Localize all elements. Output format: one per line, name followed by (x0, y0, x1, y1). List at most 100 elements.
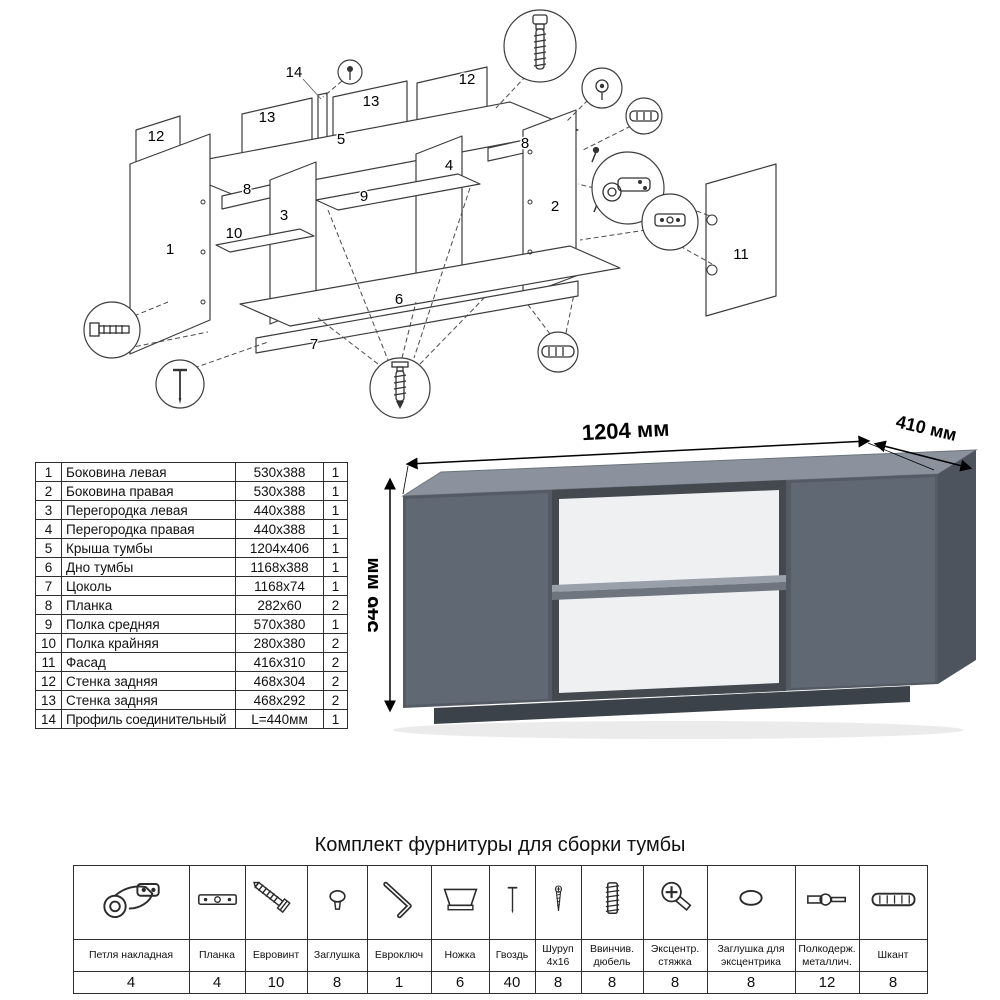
part-label-13a: 13 (259, 109, 276, 126)
part-label-4: 4 (445, 157, 453, 174)
callout-hinge (591, 151, 665, 225)
part-num: 9 (35, 614, 62, 634)
hardware-qty: 8 (858, 971, 928, 994)
part-qty: 2 (323, 652, 348, 672)
part-num: 13 (35, 690, 62, 710)
hardware-qty: 10 (244, 971, 308, 994)
exploded-diagram: 1 2 3 4 5 6 7 8 8 9 10 11 12 12 13 13 14 (83, 9, 777, 419)
part-name: Перегородка правая (61, 519, 236, 539)
cabinet-plinth (434, 686, 910, 724)
hardware-name: Заглушка для эксцентрика (706, 939, 796, 972)
cabinet-render: 1204 мм 410 мм 546 мм (368, 412, 978, 739)
hardware-title: Комплект фурнитуры для сборки тумбы (314, 834, 686, 856)
hardware-qty: 8 (306, 971, 368, 994)
panel-shelf-side-10 (215, 228, 315, 253)
part-label-9: 9 (360, 188, 368, 205)
nail-icon (507, 886, 517, 914)
part-label-13b: 13 (363, 93, 380, 110)
panel-plinth-7 (255, 280, 579, 354)
part-num: 3 (35, 500, 62, 520)
cabinet-right-side (938, 450, 976, 684)
part-label-7: 7 (310, 336, 318, 353)
part-size: 1168x74 (235, 576, 324, 596)
hardware-qty: 8 (706, 971, 796, 994)
part-qty: 1 (323, 576, 348, 596)
depth-label: 410 мм (894, 412, 959, 445)
callout-profile-clip (337, 59, 363, 85)
hardware-qty: 12 (794, 971, 860, 994)
part-num: 8 (35, 595, 62, 615)
part-qty: 1 (323, 462, 348, 482)
part-size: 570x380 (235, 614, 324, 634)
part-num: 2 (35, 481, 62, 501)
part-size: 530x388 (235, 462, 324, 482)
hardware-name: Гвоздь (488, 939, 536, 972)
part-qty: 1 (323, 500, 348, 520)
part-label-6: 6 (395, 291, 403, 308)
callout-foot-bolt (83, 301, 141, 359)
part-qty: 1 (323, 538, 348, 558)
hardware-qty: 1 (366, 971, 432, 994)
part-name: Перегородка левая (61, 500, 236, 520)
part-num: 7 (35, 576, 62, 596)
plate-icon (197, 894, 237, 906)
part-size: 440x388 (235, 519, 324, 539)
hardware-qty: 6 (430, 971, 490, 994)
panel-top-5 (165, 101, 579, 196)
part-name: Стенка задняя (61, 671, 236, 691)
part-size: 468x304 (235, 671, 324, 691)
part-name: Фасад (61, 652, 236, 672)
hardware-name: Планка (188, 939, 246, 972)
leg-icon (442, 888, 478, 911)
part-qty: 1 (323, 709, 348, 729)
shelf-front-edge (552, 582, 786, 600)
callout-dowel (625, 97, 663, 135)
width-label: 1204 мм (581, 416, 670, 446)
hardware-qty-row: 4 4 10 8 1 6 40 8 8 8 8 12 8 (72, 971, 928, 994)
callout-nail (155, 359, 205, 409)
part-name: Боковина левая (61, 462, 236, 482)
part-num: 10 (35, 633, 62, 653)
cap-icon (328, 890, 346, 910)
hardware-name: Шуруп 4x16 (534, 939, 582, 972)
hardware-name: Евроключ (366, 939, 432, 972)
part-qty: 2 (323, 633, 348, 653)
part-name: Стенка задняя (61, 690, 236, 710)
hardware-name: Заглушка (306, 939, 368, 972)
hex-key-icon (382, 881, 412, 919)
part-qty: 1 (323, 519, 348, 539)
part-label-12a: 12 (148, 128, 165, 145)
panel-bottom-6 (239, 245, 621, 327)
part-labels: 1 2 3 4 5 6 7 8 8 9 10 11 12 12 13 13 14 (146, 63, 750, 355)
callout-hinge-plate (641, 193, 699, 251)
part-label-10: 10 (226, 225, 243, 242)
dimension-height: 546 мм (368, 477, 396, 713)
hardware-qty: 4 (72, 971, 190, 994)
hardware-name: Петля накладная (72, 939, 190, 972)
shelf-support-icon (806, 893, 846, 906)
eccentric-cap-icon (739, 889, 763, 906)
part-num: 1 (35, 462, 62, 482)
callout-fitting (581, 67, 623, 109)
hardware-qty: 8 (642, 971, 708, 994)
hardware-names-row: Петля накладная Планка Евровинт Заглушка… (72, 939, 928, 972)
screw-icon (554, 885, 562, 911)
part-qty: 2 (323, 595, 348, 615)
panel-left-side-1 (129, 133, 211, 355)
part-size: 282x60 (235, 595, 324, 615)
threaded-dowel-icon (605, 882, 619, 915)
hardware-icons-row (72, 865, 928, 940)
part-qty: 2 (323, 671, 348, 691)
part-name: Полка крайняя (61, 633, 236, 653)
part-label-11: 11 (733, 246, 749, 263)
part-name: Дно тумбы (61, 557, 236, 577)
part-label-8a: 8 (243, 181, 251, 198)
part-size: 468x292 (235, 690, 324, 710)
label-leader-14 (302, 78, 322, 100)
